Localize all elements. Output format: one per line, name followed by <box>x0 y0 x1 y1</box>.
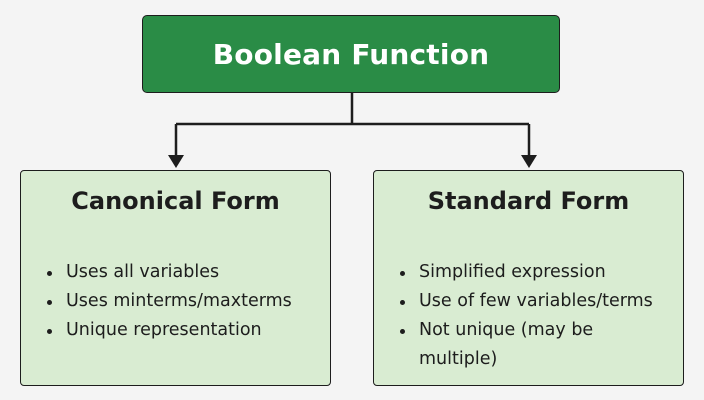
list-item: Simplified expression <box>398 258 673 287</box>
list-item: Uses minterms/maxterms <box>45 287 320 316</box>
root-title: Boolean Function <box>212 37 490 71</box>
list-item: Unique representation <box>45 316 320 345</box>
canonical-form-title: Canonical Form <box>71 187 280 215</box>
canonical-form-list: Uses all variables Uses minterms/maxterm… <box>45 258 320 345</box>
standard-form-title: Standard Form <box>427 187 630 215</box>
right-arrowhead-icon <box>521 155 537 168</box>
list-item: Uses all variables <box>45 258 320 287</box>
list-item: Not unique (may be multiple) <box>398 316 673 374</box>
list-item: Use of few variables/terms <box>398 287 673 316</box>
left-arrowhead-icon <box>168 155 184 168</box>
canonical-form-node: Canonical Form Uses all variables Uses m… <box>20 170 331 386</box>
standard-form-node: Standard Form Simplified expression Use … <box>373 170 684 386</box>
standard-form-list: Simplified expression Use of few variabl… <box>398 258 673 374</box>
root-node: Boolean Function <box>142 15 560 93</box>
